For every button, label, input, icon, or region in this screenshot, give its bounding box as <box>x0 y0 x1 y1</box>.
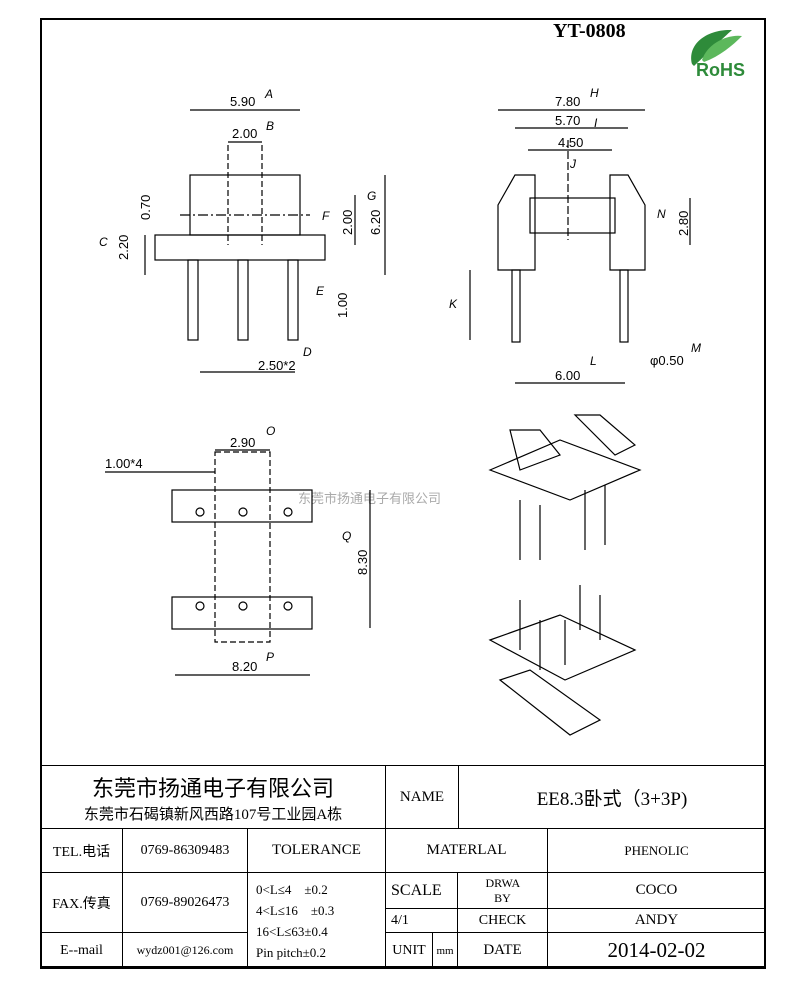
isometric-views <box>488 414 642 736</box>
svg-text:N: N <box>657 207 666 221</box>
svg-text:C: C <box>99 235 108 249</box>
tel-label: TEL.电话 <box>40 828 123 873</box>
fax-label: FAX.传真 <box>40 872 123 933</box>
date-value: 2014-02-02 <box>547 932 766 969</box>
material-value: PHENOLIC <box>547 828 766 873</box>
dim-pin-pitch: 1.00*4 <box>105 456 143 471</box>
unit-label: UNIT <box>385 932 433 969</box>
tolerance-row: 16<L≤63±0.4 <box>256 923 328 939</box>
drawn-value: COCO <box>547 872 766 909</box>
scale-label: SCALE <box>385 872 458 909</box>
svg-text:L: L <box>590 354 597 368</box>
tolerance-row: 4<L≤16 ±0.3 <box>256 902 335 918</box>
name-value: EE8.3卧式（3+3P) <box>458 765 766 829</box>
dim-m: φ0.50 <box>650 353 684 368</box>
dim-c: 2.20 <box>116 235 131 260</box>
dim-q: 8.30 <box>355 550 370 575</box>
svg-text:G: G <box>367 189 376 203</box>
email-value: wydz001@126.com <box>122 932 248 969</box>
dim-a: 5.90 <box>230 94 255 109</box>
side-view <box>469 109 691 384</box>
svg-text:F: F <box>322 209 330 223</box>
svg-text:RoHS: RoHS <box>696 60 745 80</box>
fax-value: 0769-89026473 <box>122 872 248 933</box>
tel-value: 0769-86309483 <box>122 828 248 873</box>
date-label: DATE <box>457 932 548 969</box>
drawing-frame <box>40 18 766 968</box>
bottom-view <box>105 449 371 676</box>
scale-value: 4/1 <box>385 908 458 933</box>
dim-o: 2.90 <box>230 435 255 450</box>
check-value: ANDY <box>547 908 766 933</box>
svg-text:P: P <box>266 650 274 664</box>
svg-text:I: I <box>594 116 598 130</box>
part-code: YT-0808 <box>553 20 626 42</box>
dim-g: 6.20 <box>368 210 383 235</box>
dim-i: 5.70 <box>555 113 580 128</box>
unit-value: mm <box>432 932 458 969</box>
svg-text:M: M <box>691 341 701 355</box>
dim-h: 7.80 <box>555 94 580 109</box>
dimension-labels: 5.90 2.00 2.20 0.70 2.00 6.20 1.00 2.50*2… <box>99 86 701 674</box>
dim-e: 1.00 <box>335 293 350 318</box>
dim-j: 4.50 <box>558 135 583 150</box>
dim-f: 2.00 <box>340 210 355 235</box>
company-address: 东莞市石碣镇新风西路107号工业园A栋 <box>83 806 343 823</box>
svg-text:J: J <box>569 157 577 171</box>
company-cell: 东莞市扬通电子有限公司 东莞市石碣镇新风西路107号工业园A栋 <box>40 765 386 829</box>
company-name: 东莞市扬通电子有限公司 <box>91 775 334 801</box>
dim-d: 2.50*2 <box>258 358 296 373</box>
front-view <box>144 109 386 373</box>
svg-text:D: D <box>303 345 312 359</box>
svg-text:O: O <box>266 424 275 438</box>
rohs-logo: RoHS <box>682 24 764 80</box>
drawn-label: DRWA BY <box>457 872 548 909</box>
material-label: MATERLAL <box>385 828 548 873</box>
svg-text:A: A <box>264 87 273 101</box>
svg-text:Q: Q <box>342 529 351 543</box>
svg-text:H: H <box>590 86 599 100</box>
tolerance-row: 0<L≤4 ±0.2 <box>256 881 328 897</box>
svg-text:B: B <box>266 119 274 133</box>
dim-b: 2.00 <box>232 126 257 141</box>
svg-text:E: E <box>316 284 325 298</box>
tolerance-row: Pin pitch±0.2 <box>256 944 326 960</box>
svg-text:K: K <box>449 297 458 311</box>
name-label: NAME <box>385 765 459 829</box>
technical-drawing: 5.90 2.00 2.20 0.70 2.00 6.20 1.00 2.50*2… <box>99 86 701 736</box>
tolerance-label: TOLERANCE <box>247 828 386 873</box>
dim-p: 8.20 <box>232 659 257 674</box>
dim-070: 0.70 <box>138 195 153 220</box>
dim-n: 2.80 <box>676 211 691 236</box>
email-label: E--mail <box>40 932 123 969</box>
check-label: CHECK <box>457 908 548 933</box>
dim-l: 6.00 <box>555 368 580 383</box>
